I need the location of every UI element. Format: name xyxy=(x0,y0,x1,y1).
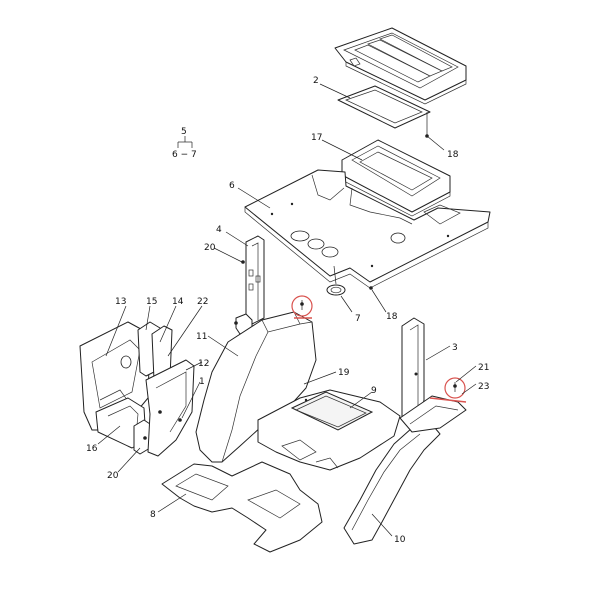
highlight-edge-right xyxy=(429,397,467,403)
callout-19: 19 xyxy=(338,368,350,378)
fender-11 xyxy=(195,311,317,463)
leader-lines xyxy=(97,83,477,537)
callout-22: 22 xyxy=(197,297,208,307)
post-4 xyxy=(235,235,265,335)
callout-15: 15 xyxy=(146,297,157,307)
callout-21: 21 xyxy=(478,363,489,373)
base-9 xyxy=(257,389,401,471)
fender-10 xyxy=(343,421,441,545)
callout-20-upper: 20 xyxy=(204,243,216,253)
group-bracket-5 xyxy=(177,136,193,148)
callout-7: 7 xyxy=(355,314,361,324)
callout-16: 16 xyxy=(86,444,98,454)
callout-6: 6 xyxy=(229,181,235,191)
screw-4 xyxy=(234,321,238,325)
callout-17: 17 xyxy=(311,133,322,143)
callout-6-7: 6 − 7 xyxy=(172,150,197,160)
callout-23: 23 xyxy=(478,382,489,392)
post-3 xyxy=(399,317,467,433)
screw-20a xyxy=(241,260,245,264)
screw-12 xyxy=(158,410,162,414)
callout-4: 4 xyxy=(216,225,222,235)
side-panel-12 xyxy=(145,359,195,457)
callout-18-mid: 18 xyxy=(386,312,398,322)
hatch-cover-grate xyxy=(334,27,467,105)
screw-20b xyxy=(143,436,147,440)
callout-3: 3 xyxy=(452,343,458,353)
grommet-7 xyxy=(326,284,346,296)
callout-10: 10 xyxy=(394,535,406,545)
floor-plate-6 xyxy=(244,169,491,289)
callout-labels: 2 18 17 5 6 − 7 6 4 20 18 7 13 15 14 22 … xyxy=(86,76,489,545)
highlight-circle-left xyxy=(291,295,313,317)
callout-8: 8 xyxy=(150,510,156,520)
callout-9: 9 xyxy=(371,386,377,396)
screw-18b xyxy=(369,286,373,290)
callout-5: 5 xyxy=(181,127,187,137)
screw-1 xyxy=(178,418,182,422)
floor-mat-8 xyxy=(161,461,323,553)
callout-12: 12 xyxy=(198,359,209,369)
callout-14: 14 xyxy=(172,297,184,307)
hatch-gasket xyxy=(337,85,431,129)
callout-20-lower: 20 xyxy=(107,471,119,481)
plate-20-lower xyxy=(133,419,151,455)
callout-13: 13 xyxy=(115,297,126,307)
callout-1: 1 xyxy=(199,377,205,387)
highlight-circle-right xyxy=(444,377,466,399)
callout-2: 2 xyxy=(313,76,319,86)
callout-11: 11 xyxy=(196,332,207,342)
callout-18-top: 18 xyxy=(447,150,459,160)
